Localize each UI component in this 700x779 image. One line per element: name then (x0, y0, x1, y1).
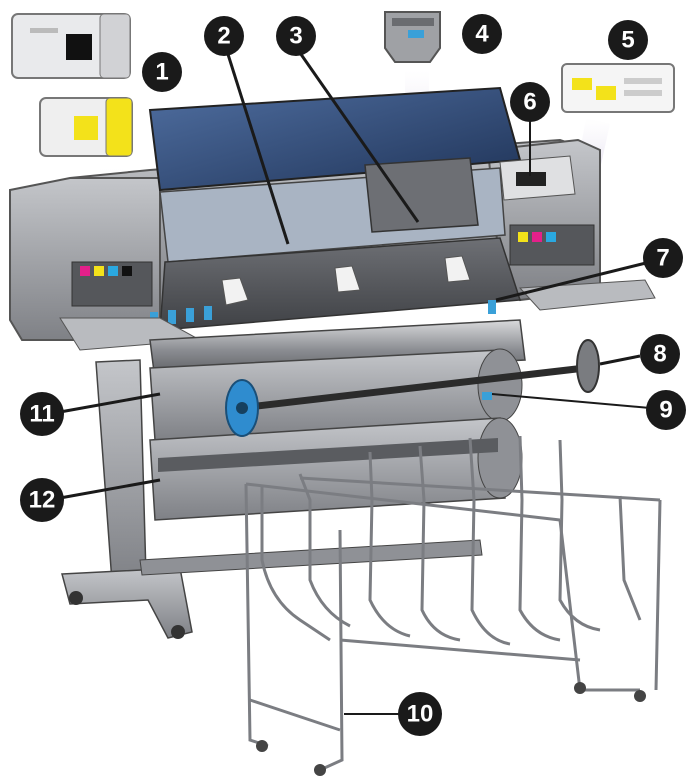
callout-10: 10 (398, 692, 442, 736)
svg-text:5: 5 (621, 27, 634, 54)
callout-5: 5 (608, 20, 648, 60)
svg-text:4: 4 (475, 21, 489, 48)
svg-text:12: 12 (29, 487, 56, 514)
callout-8: 8 (640, 334, 680, 374)
svg-text:8: 8 (653, 341, 666, 368)
printhead (384, 11, 441, 63)
callout-1: 1 (142, 52, 182, 92)
svg-text:10: 10 (407, 701, 434, 728)
ink-cartridge-yellow (39, 97, 133, 157)
ink-cartridge-black (11, 13, 131, 79)
callout-9: 9 (646, 390, 686, 430)
callout-2: 2 (204, 16, 244, 56)
svg-text:9: 9 (659, 397, 672, 424)
svg-text:6: 6 (523, 89, 536, 116)
svg-text:1: 1 (155, 59, 168, 86)
callout-6: 6 (510, 82, 550, 122)
callout-11: 11 (20, 392, 64, 436)
printer-body (9, 86, 656, 351)
svg-text:3: 3 (289, 23, 302, 50)
callout-12: 12 (20, 478, 64, 522)
callout-4: 4 (462, 14, 502, 54)
leader-lines (59, 47, 651, 715)
media-basket (244, 435, 662, 776)
callout-7: 7 (643, 238, 683, 278)
svg-text:11: 11 (29, 401, 54, 428)
svg-text:2: 2 (217, 23, 230, 50)
svg-text:7: 7 (656, 245, 669, 272)
callout-3: 3 (276, 16, 316, 56)
roll-feed-area (149, 319, 600, 521)
printhead-cleaner (561, 63, 675, 113)
